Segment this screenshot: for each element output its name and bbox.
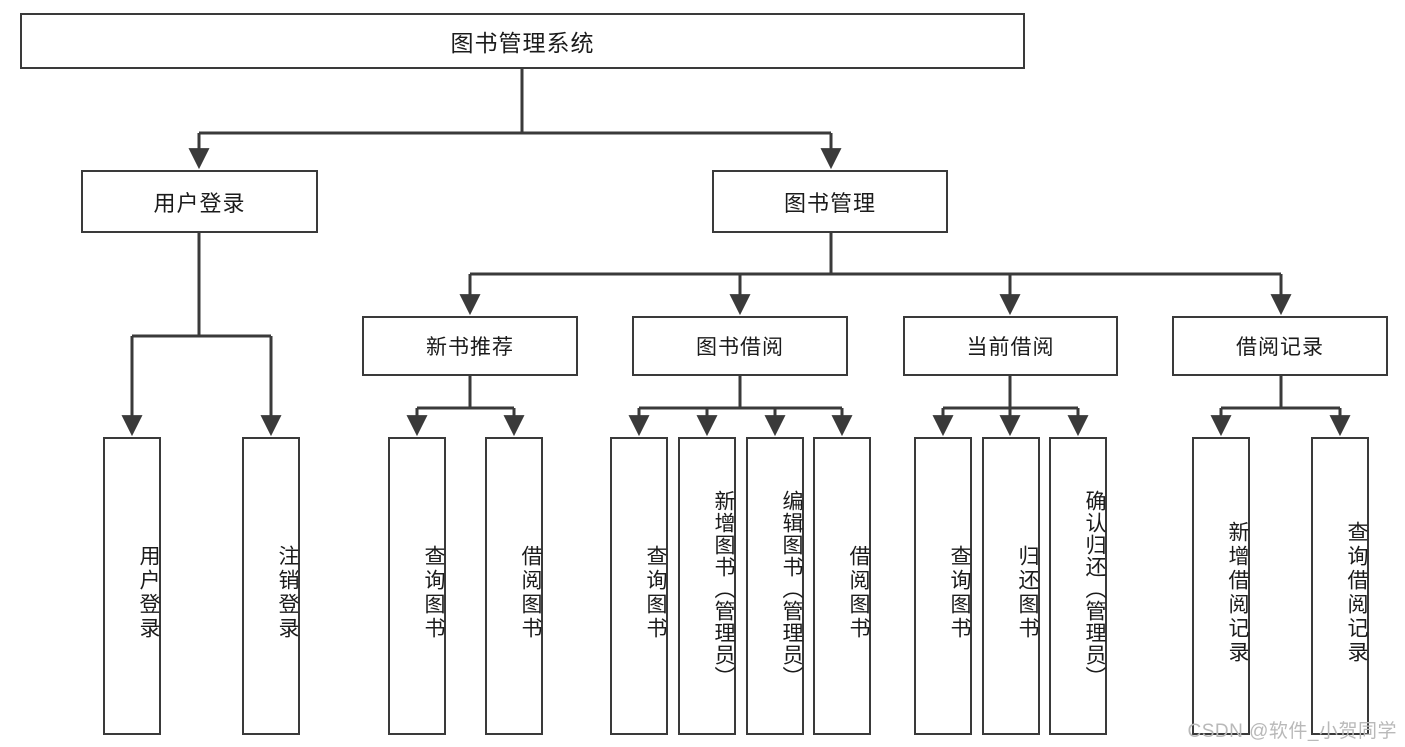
leaf-borrow-book[interactable]: 借阅图书 xyxy=(813,437,871,735)
leaf-add-book-admin[interactable]: 新增图书（管理员） xyxy=(678,437,736,735)
leaf-borrow-book-new[interactable]: 借阅图书 xyxy=(485,437,543,735)
node-borrow-record[interactable]: 借阅记录 xyxy=(1172,316,1388,376)
leaf-query-borrow-record[interactable]: 查询借阅记录 xyxy=(1311,437,1369,735)
leaf-logout[interactable]: 注销登录 xyxy=(242,437,300,735)
node-book-management[interactable]: 图书管理 xyxy=(712,170,948,233)
leaf-add-borrow-record[interactable]: 新增借阅记录 xyxy=(1192,437,1250,735)
node-root[interactable]: 图书管理系统 xyxy=(20,13,1025,69)
leaf-query-book-new[interactable]: 查询图书 xyxy=(388,437,446,735)
leaf-edit-book-admin[interactable]: 编辑图书（管理员） xyxy=(746,437,804,735)
leaf-query-book-current[interactable]: 查询图书 xyxy=(914,437,972,735)
node-current-borrow[interactable]: 当前借阅 xyxy=(903,316,1118,376)
leaf-user-login[interactable]: 用户登录 xyxy=(103,437,161,735)
leaf-confirm-return-admin[interactable]: 确认归还（管理员） xyxy=(1049,437,1107,735)
watermark: CSDN @软件_小贺同学 xyxy=(1187,721,1397,742)
leaf-return-book[interactable]: 归还图书 xyxy=(982,437,1040,735)
leaf-query-book-borrow[interactable]: 查询图书 xyxy=(610,437,668,735)
node-new-book-recommend[interactable]: 新书推荐 xyxy=(362,316,578,376)
node-book-borrow[interactable]: 图书借阅 xyxy=(632,316,848,376)
node-user-login[interactable]: 用户登录 xyxy=(81,170,318,233)
